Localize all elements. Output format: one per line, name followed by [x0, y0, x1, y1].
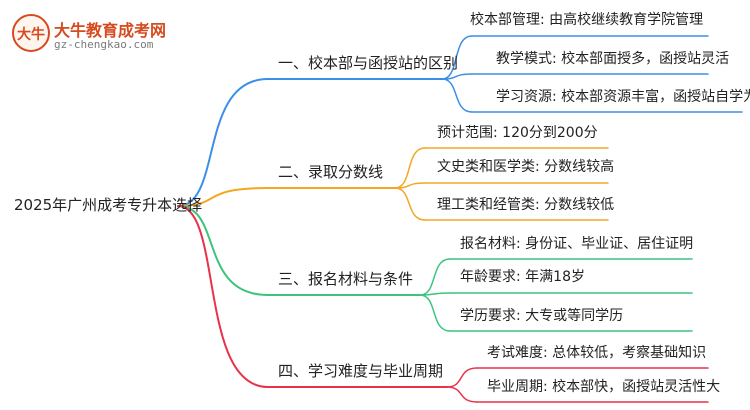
branch-1-leaf-1-connector	[441, 35, 473, 80]
branch-4-leaf-2: 毕业周期: 校本部快，函授站灵活性大	[487, 379, 721, 395]
branch-2-label: 二、录取分数线	[278, 163, 384, 181]
branch-3-leaf-2: 年龄要求: 年满18岁	[460, 269, 585, 285]
branch-1-leaf-3: 学习资源: 校本部资源丰富，函授站自学为主	[496, 89, 750, 105]
branch-2-connector	[177, 187, 269, 207]
branch-4-connector	[177, 205, 269, 388]
branch-4-leaf-1: 考试难度: 总体较低，考察基础知识	[487, 345, 707, 361]
branch-4-leaf-1-connector	[446, 367, 478, 388]
logo-badge-icon: 大牛	[12, 14, 50, 52]
branch-1-leaf-1: 校本部管理: 由高校继续教育学院管理	[470, 12, 704, 28]
branch-2-leaf-1-connector	[394, 147, 426, 189]
branch-1-leaf-3-connector	[441, 78, 473, 113]
branch-2-leaf-1: 预计范围: 120分到200分	[437, 125, 598, 141]
branch-3-connector	[177, 205, 269, 296]
branch-4-leaf-2-connector	[446, 386, 478, 403]
logo-badge-text: 大牛	[17, 27, 45, 43]
branch-3-leaf-1: 报名材料: 身份证、毕业证、居住证明	[460, 236, 694, 252]
branch-2-leaf-3-connector	[394, 187, 426, 221]
root-topic: 2025年广州成考专升本选择	[14, 196, 203, 214]
site-logo: 大牛 大牛教育成考网 gz-chengkao.com	[12, 14, 166, 58]
logo-url: gz-chengkao.com	[54, 38, 154, 51]
branch-3-leaf-1-connector	[419, 258, 451, 296]
branch-2-leaf-2: 文史类和医学类: 分数线较高	[437, 159, 615, 175]
branch-2-leaf-3: 理工类和经管类: 分数线较低	[437, 197, 615, 213]
branch-3-leaf-3-connector	[419, 294, 451, 332]
branch-4-label: 四、学习难度与毕业周期	[278, 362, 444, 380]
logo-title: 大牛教育成考网	[54, 21, 167, 40]
branch-1-leaf-2: 教学模式: 校本部面授多，函授站灵活	[496, 51, 730, 67]
branch-3-leaf-3: 学历要求: 大专或等同学历	[460, 308, 624, 324]
branch-1-connector	[177, 78, 269, 207]
branch-1-label: 一、校本部与函授站的区别	[278, 54, 459, 72]
branch-2-leaf-2-connector	[394, 182, 426, 189]
branch-1-leaf-2-connector	[441, 73, 473, 80]
branch-3-label: 三、报名材料与条件	[278, 270, 414, 288]
